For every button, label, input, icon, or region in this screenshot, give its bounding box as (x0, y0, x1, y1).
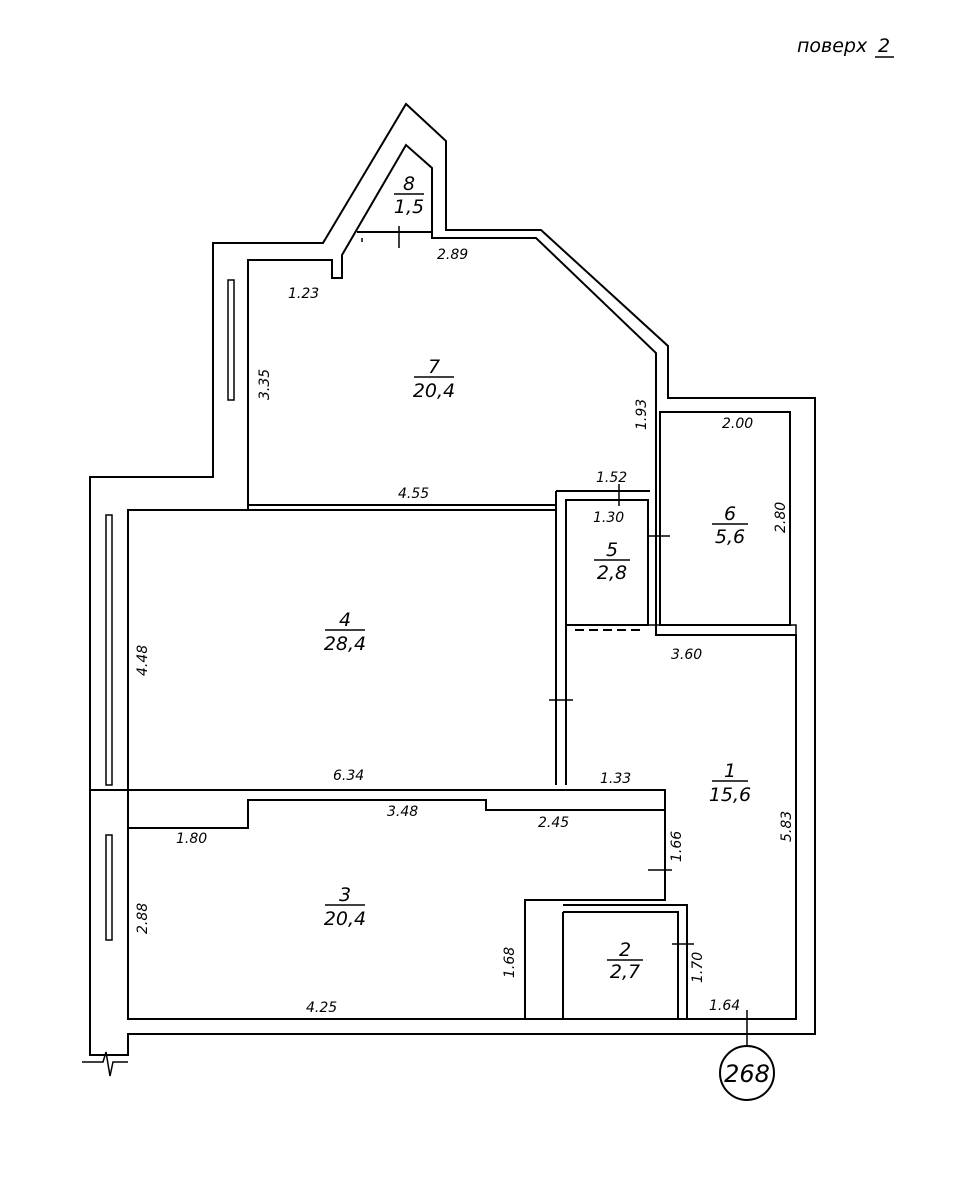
room-label-2: 2 2,7 (607, 939, 643, 983)
svg-text:20,4: 20,4 (413, 380, 455, 402)
dim-5-83: 5.83 (779, 811, 795, 842)
dim-6-34: 6.34 (333, 768, 364, 784)
partitions (90, 231, 797, 1019)
svg-text:5: 5 (606, 539, 618, 561)
wall-6-1 (640, 624, 797, 635)
room-label-8: 8 1,5 (394, 173, 424, 218)
room-label-4: 4 28,4 (324, 609, 366, 655)
windows (105, 238, 363, 941)
dim-1-30: 1.30 (593, 510, 624, 526)
window-room-4 (105, 514, 113, 786)
apartment-number: 268 (724, 1060, 770, 1088)
svg-text:15,6: 15,6 (709, 784, 751, 806)
dim-1-93: 1.93 (634, 399, 650, 430)
svg-text:20,4: 20,4 (324, 908, 366, 930)
svg-text:2: 2 (619, 939, 631, 961)
dim-1-52: 1.52 (596, 470, 627, 486)
dim-2-45: 2.45 (538, 815, 569, 831)
wall-4-3 (90, 789, 666, 829)
floor-title-label: поверх (797, 35, 868, 57)
outer-wall-outline (89, 102, 816, 1056)
room-labels: 1 15,6 2 2,7 3 20,4 4 28,4 5 2,8 6 5,6 (324, 173, 751, 983)
svg-text:2,7: 2,7 (610, 961, 640, 983)
svg-text:3: 3 (339, 884, 351, 906)
floor-title-number: 2 (878, 35, 890, 57)
dimension-labels: 2.89 1.23 3.35 1.93 2.00 2.80 4.55 1.52 … (135, 247, 795, 1016)
wall-3-corridor (524, 810, 666, 1019)
room-label-1: 1 15,6 (709, 760, 751, 806)
dim-1-80: 1.80 (176, 831, 207, 847)
wall-4-5-1 (555, 490, 650, 785)
apartment-circle (719, 1045, 775, 1101)
dim-2-80: 2.80 (773, 502, 789, 533)
apartment-marker: 268 (719, 1034, 775, 1101)
room-2-walls (562, 904, 688, 1019)
svg-text:7: 7 (428, 356, 440, 378)
dim-1-68: 1.68 (502, 947, 518, 978)
room-label-5: 5 2,8 (594, 539, 630, 584)
dim-3-60: 3.60 (671, 647, 702, 663)
dim-3-48: 3.48 (387, 804, 418, 820)
svg-text:1,5: 1,5 (394, 196, 424, 218)
dim-2-88: 2.88 (135, 903, 151, 934)
dim-4-55: 4.55 (398, 486, 429, 502)
floor-title: поверх 2 (797, 35, 894, 58)
room-label-3: 3 20,4 (324, 884, 366, 930)
window-room-3 (105, 834, 113, 941)
svg-text:6: 6 (724, 503, 736, 525)
room-label-7: 7 20,4 (413, 356, 455, 402)
wall-7-4 (248, 504, 557, 511)
svg-text:4: 4 (339, 609, 351, 631)
outer-wall-inner-outline (127, 143, 797, 1020)
dim-1-70: 1.70 (690, 952, 706, 983)
svg-text:5,6: 5,6 (715, 526, 745, 548)
dim-1-66: 1.66 (669, 831, 685, 862)
dim-2-00: 2.00 (722, 416, 753, 432)
dim-1-23: 1.23 (288, 286, 319, 302)
dim-3-35: 3.35 (257, 369, 273, 400)
svg-text:2,8: 2,8 (597, 562, 627, 584)
room-label-6: 6 5,6 (712, 503, 748, 548)
dim-4-48: 4.48 (135, 645, 151, 676)
window-room-7 (227, 279, 235, 401)
doors (398, 226, 748, 1034)
svg-text:8: 8 (403, 173, 415, 195)
dim-2-89: 2.89 (437, 247, 468, 263)
dim-4-25: 4.25 (306, 1000, 337, 1016)
dim-1-64: 1.64 (709, 998, 740, 1014)
svg-text:1: 1 (724, 760, 736, 782)
dim-1-33: 1.33 (600, 771, 631, 787)
break-marker (82, 1051, 128, 1077)
svg-text:28,4: 28,4 (324, 633, 366, 655)
